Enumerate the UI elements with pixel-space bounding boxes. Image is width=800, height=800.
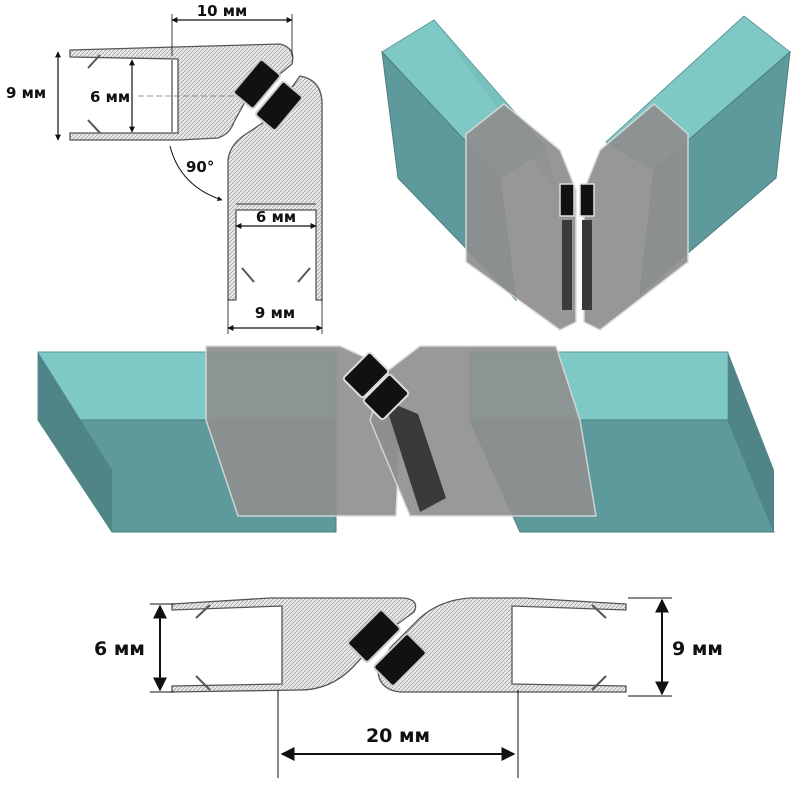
straight-profile-left [171, 597, 417, 693]
corner-height-inner-label: 6 мм [90, 88, 130, 106]
corner-glass-3d [381, 15, 791, 331]
straight-3d-magnet-2 [362, 373, 410, 421]
straight-magnet-2 [373, 633, 427, 687]
corner-magnet-1 [233, 59, 281, 109]
straight-3d-magnet-1 [342, 351, 390, 399]
corner-profile-bottom-arm [227, 75, 323, 301]
corner-inner-bottom-label: 6 мм [256, 208, 296, 226]
straight-glass-3d [37, 345, 775, 533]
corner-outer-bottom-label: 9 мм [255, 304, 295, 322]
corner-magnet-2 [255, 81, 303, 131]
straight-outer-label: 9 мм [672, 638, 723, 660]
corner-profile-top-arm [69, 43, 294, 141]
straight-profile-section: 6 мм 9 мм 20 мм [94, 597, 723, 778]
straight-magnet-1 [347, 609, 401, 663]
straight-inner-label: 6 мм [94, 638, 145, 660]
right-corner-profile [583, 103, 689, 331]
left-corner-profile [465, 103, 577, 331]
corner-width-top-label: 10 мм [197, 2, 248, 20]
corner-angle-label: 90° [186, 158, 214, 176]
corner-height-outer-label: 9 мм [6, 84, 46, 102]
straight-width-label: 20 мм [366, 725, 430, 747]
corner-profile-section: 10 мм 9 мм 6 мм 90° 6 мм 9 мм [6, 2, 323, 334]
